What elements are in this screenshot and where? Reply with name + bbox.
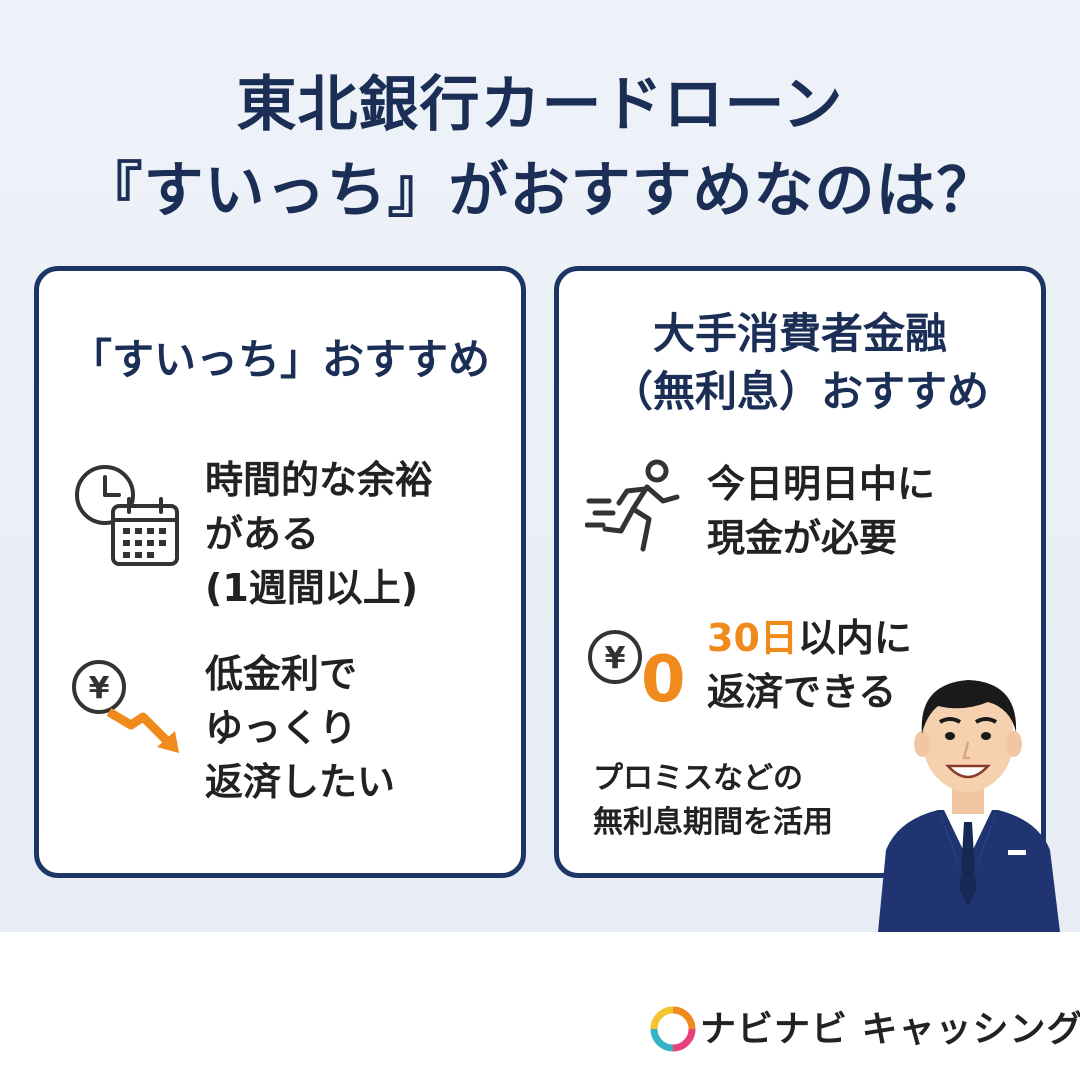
item-time-line-1: 時間的な余裕 — [205, 458, 434, 502]
item-30days-line-1: 30日以内に — [707, 611, 912, 665]
switch-item-time: 時間的な余裕 がある (1週間以上) — [205, 453, 433, 615]
item-30days-rest: 以内に — [797, 616, 912, 660]
yen-decline-icon: ¥ — [72, 660, 179, 753]
zero-interest-mark: 0 — [641, 643, 686, 717]
svg-text:¥: ¥ — [605, 641, 626, 676]
businessman-illustration — [878, 680, 1060, 932]
switch-card-heading: 「すいっち」おすすめ — [69, 335, 490, 384]
item-rate-line-3: 返済したい — [205, 760, 396, 804]
item-rate-line-2: ゆっくり — [205, 706, 358, 750]
running-person-icon — [585, 459, 680, 552]
consumer-item-30days: 30日以内に 返済できる — [707, 611, 912, 719]
thirty-days-accent: 30日 — [707, 616, 798, 660]
promise-note: プロミスなどの 無利息期間を活用 — [593, 757, 833, 845]
item-today-line-2: 現金が必要 — [707, 516, 898, 560]
title-line-1: 東北銀行カードローン — [236, 70, 844, 140]
svg-text:¥: ¥ — [89, 671, 110, 706]
item-time-line-2: がある — [205, 512, 320, 556]
item-rate-line-1: 低金利で — [205, 652, 358, 696]
item-time-line-3: (1週間以上) — [205, 566, 419, 610]
page-title: 東北銀行カードローン 『すいっち』がおすすめなのは？ — [0, 62, 1080, 234]
switch-recommend-card: 「すいっち」おすすめ 時間的な余裕 がある (1週間以上) ¥ 低金利で ゆっく… — [34, 266, 526, 878]
consumer-card-heading: 大手消費者金融 （無利息）おすすめ — [559, 305, 1041, 421]
clock-icon — [75, 465, 135, 525]
brand-logo-icon — [650, 1006, 696, 1052]
brand-name: ナビナビ キャッシング — [700, 1009, 1080, 1050]
consumer-heading-line-2: （無利息）おすすめ — [610, 367, 989, 416]
consumer-heading-line-1: 大手消費者金融 — [652, 309, 947, 358]
calendar-icon — [111, 497, 179, 566]
item-today-line-1: 今日明日中に — [707, 462, 936, 506]
item-30days-line-2: 返済できる — [707, 670, 897, 714]
yen-coin-icon: ¥ — [588, 630, 642, 684]
promise-note-line-1: プロミスなどの — [593, 761, 803, 796]
title-line-2: 『すいっち』がおすすめなのは？ — [82, 156, 998, 226]
promise-note-line-2: 無利息期間を活用 — [593, 805, 833, 840]
consumer-item-today: 今日明日中に 現金が必要 — [707, 457, 935, 565]
switch-item-low-rate: 低金利で ゆっくり 返済したい — [205, 647, 395, 809]
